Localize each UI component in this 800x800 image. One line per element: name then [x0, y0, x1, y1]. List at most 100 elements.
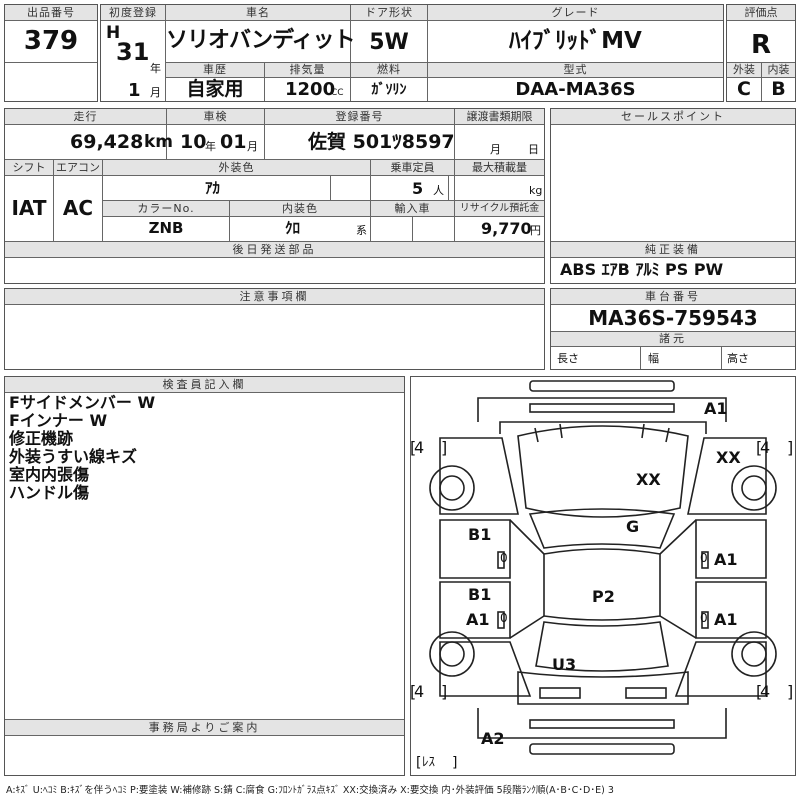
bracket-tire-fr-close: ] [787, 438, 794, 457]
transfer-header: 譲渡書類期限 [455, 109, 544, 124]
recycle-unit: 円 [530, 224, 541, 237]
damage-door-rl-2: A1 [466, 610, 490, 629]
bracket-tire-rl: [ [410, 682, 417, 701]
lot-number-header: 出品番号 [5, 5, 97, 20]
first-reg-header: 初度登録 [101, 5, 165, 20]
history-header: 車歴 [166, 63, 264, 77]
specs-header: 諸元 [551, 332, 795, 346]
inspector-note: 修正機跡 [9, 429, 74, 448]
chassis-header: 車台番号 [551, 289, 795, 304]
damage-windshield: XX [636, 470, 661, 489]
damage-door-fr: A1 [714, 550, 738, 569]
bracket-repair-close: ] [452, 755, 458, 771]
color-no-header: カラーNo. [103, 201, 229, 216]
car-name: ソリオバンディット [166, 28, 356, 53]
damage-door-rl-mark: 0 [500, 611, 508, 625]
damage-rear-glass: U3 [552, 655, 577, 674]
interior-grade: B [771, 78, 786, 100]
inspector-header: 検査員記入欄 [5, 377, 404, 392]
inspection-header: 車検 [167, 109, 264, 124]
model-code: DAA-MA36S [515, 79, 636, 100]
shift-header: シフト [5, 160, 53, 175]
later-parts-header: 後日発送部品 [5, 242, 544, 257]
notes-header: 注意事項欄 [5, 289, 544, 304]
transfer-day-unit: 日 [528, 143, 539, 156]
int-color: ｸﾛ [285, 219, 301, 237]
history: 自家用 [186, 78, 244, 100]
plate-header: 登録番号 [265, 109, 454, 124]
mileage-header: 走行 [5, 109, 166, 124]
car-name-header: 車名 [166, 5, 350, 20]
bracket-tire-fl-close: ] [441, 438, 448, 457]
grade: ﾊｲﾌﾞﾘｯﾄﾞMV [509, 28, 642, 54]
aircon: AC [62, 196, 94, 220]
inspection-year-unit: 年 [205, 140, 216, 153]
capacity-unit: 人 [433, 184, 444, 197]
length-label: 長さ [557, 352, 579, 365]
capacity: 5 [412, 179, 424, 198]
damage-front-bumper: A1 [704, 399, 728, 418]
inspection-month: 01 [220, 131, 247, 153]
car-diagram-box [410, 376, 796, 776]
plate: 佐賀 501ﾂ8597 [308, 131, 455, 153]
equipment: ABS ｴｱB ｱﾙﾐ PS PW [560, 260, 724, 279]
aircon-header: エアコン [54, 160, 102, 175]
damage-door-rr: A1 [714, 610, 738, 629]
import-header: 輸入車 [371, 201, 454, 216]
mileage-unit: km [144, 132, 174, 152]
exterior-header: 外装 [727, 63, 761, 77]
damage-door-rl: B1 [468, 585, 492, 604]
month-unit: 月 [150, 86, 161, 99]
capacity-header: 乗車定員 [371, 160, 454, 175]
fuel-header: 燃料 [351, 63, 427, 77]
height-label: 高さ [727, 352, 749, 365]
bracket-tire-rr: [ [756, 682, 763, 701]
inspector-note: 外装うすい線キズ [9, 447, 138, 466]
damage-door-fl-mark: 0 [500, 551, 508, 565]
inspection-month-unit: 月 [247, 140, 258, 153]
damage-tire-rr: 4 [760, 682, 775, 701]
exterior-grade: C [737, 78, 751, 100]
legend: A:ｷｽﾞ U:ﾍｺﾐ B:ｷｽﾞを伴うﾍｺﾐ P:要塗装 W:補修跡 S:錆 … [6, 785, 614, 796]
damage-tire-rl: 4 [414, 682, 429, 701]
damage-roof: P2 [592, 587, 615, 606]
int-color-suffix: 系 [356, 224, 367, 237]
int-color-header: 内装色 [230, 201, 370, 216]
bracket-tire-rl-close: ] [441, 682, 448, 701]
lot-number: 379 [23, 26, 79, 56]
transfer-month-unit: 月 [490, 143, 501, 156]
ext-color-header: 外装色 [103, 160, 370, 175]
displacement-unit: CC [331, 88, 344, 98]
damage-repair-note: ﾚｽ [422, 755, 435, 770]
damage-door-fl: B1 [468, 525, 492, 544]
damage-tire-fl: 4 [414, 438, 429, 457]
score: R [750, 30, 772, 60]
year-unit: 年 [150, 62, 161, 75]
recycle-header: リサイクル預託金 [455, 201, 544, 216]
mileage: 69,428 [70, 131, 144, 153]
damage-door-rr-mark: 0 [700, 611, 708, 625]
inspector-note: Fインナー W [9, 411, 108, 430]
color-no: ZNB [148, 219, 184, 237]
damage-rear-bumper: A2 [481, 729, 505, 748]
load-unit: kg [529, 184, 543, 197]
model-header: 型式 [428, 63, 723, 77]
load-header: 最大積載量 [455, 160, 544, 175]
damage-hood: G [626, 517, 640, 536]
inspection-year: 10 [180, 131, 207, 153]
first-reg-month: 1 [128, 80, 141, 101]
recycle-amount: 9,770 [481, 219, 532, 238]
sales-point-header: セールスポイント [551, 109, 795, 124]
inspector-note: Fサイドメンバー W [9, 393, 156, 412]
bracket-tire-fr: [ [756, 438, 763, 457]
inspector-box [4, 376, 405, 776]
car-diagram [429, 380, 777, 755]
ext-color: ｱｶ [205, 179, 221, 197]
era-letter: H [106, 23, 121, 43]
chassis-number: MA36S-759543 [588, 306, 758, 330]
bracket-tire-fl: [ [410, 438, 417, 457]
doors: 5W [369, 30, 409, 55]
width-label: 幅 [648, 352, 659, 365]
first-reg-year: 31 [116, 38, 150, 66]
